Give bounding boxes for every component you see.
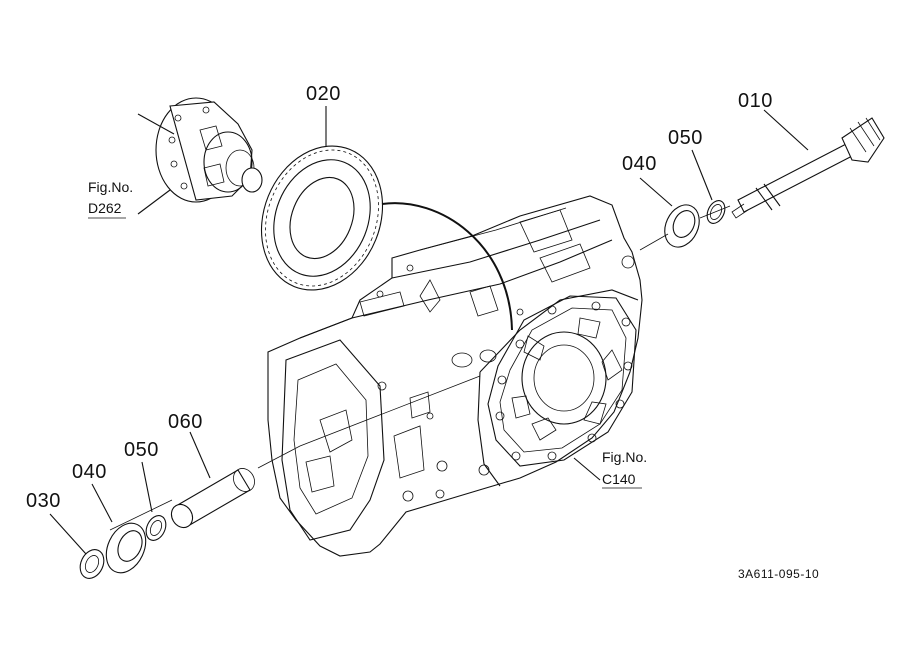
callout-050-left: 050 — [124, 439, 159, 461]
fig-caption-d262: Fig.No. — [88, 179, 133, 195]
front-flange — [487, 295, 637, 467]
drawing-code: 3A611-095-10 — [738, 567, 819, 581]
callout-020: 020 — [306, 83, 341, 105]
callout-040-left: 040 — [72, 461, 107, 483]
pinion-shaft — [731, 117, 885, 219]
transmission-case — [267, 195, 643, 557]
callout-010: 010 — [738, 90, 773, 112]
fig-number-c140: C140 — [602, 471, 636, 487]
bearing-right — [664, 204, 700, 248]
differential-assembly — [155, 97, 263, 203]
callout-060: 060 — [168, 411, 203, 433]
seal-030 — [79, 549, 105, 579]
leader-lines — [49, 106, 809, 555]
figure-reference-c140: Fig.No. C140 — [602, 449, 647, 489]
side-wall-details — [281, 209, 635, 541]
assembly-arrow — [381, 202, 513, 331]
fig-number-d262: D262 — [88, 200, 122, 216]
callout-050-right: 050 — [668, 127, 703, 149]
callout-labels: 010 020 030 040 040 050 050 060 — [26, 83, 773, 512]
callout-040-right: 040 — [622, 153, 657, 175]
bearing-left — [105, 522, 147, 574]
fig-caption-c140: Fig.No. — [602, 449, 647, 465]
sleeve-060 — [170, 468, 255, 529]
spacer-left — [145, 515, 167, 541]
ring-gear — [260, 145, 384, 291]
figure-reference-d262: Fig.No. D262 — [88, 179, 133, 219]
callout-030: 030 — [26, 490, 61, 512]
